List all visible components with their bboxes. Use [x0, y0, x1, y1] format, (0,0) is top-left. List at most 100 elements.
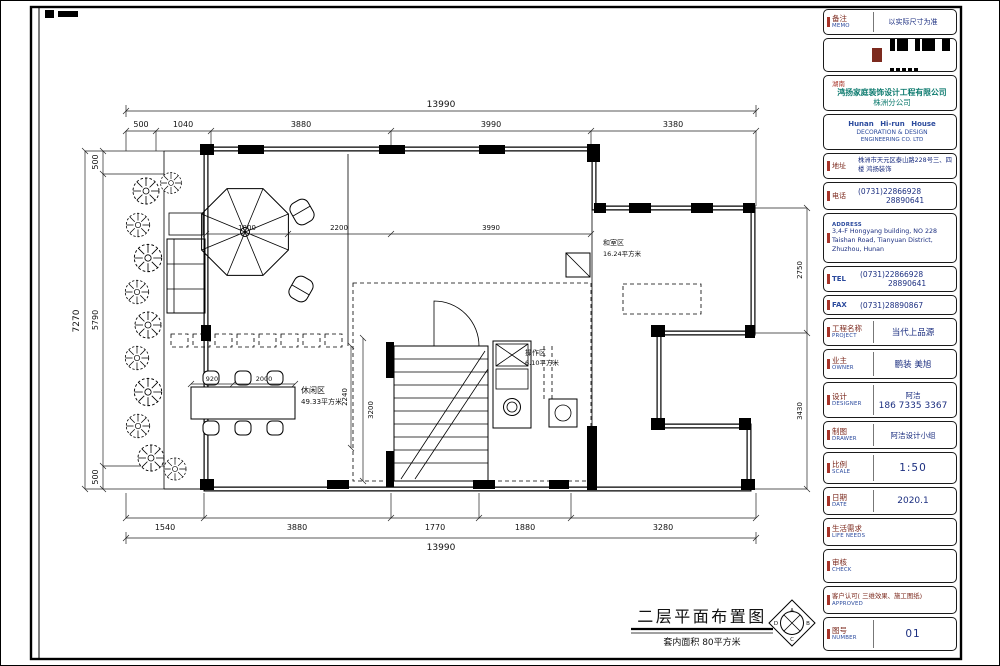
marker-letter-e: B — [806, 621, 810, 627]
company-name-en-3: ENGINEERING CO. LTD — [860, 136, 924, 143]
tree-icon — [163, 457, 187, 481]
address-en-value: 3,4-F Hongyang building, NO 228 Taishan … — [832, 227, 937, 253]
titleblock-scale: 比例 SCALE 1:50 — [823, 452, 957, 484]
project-label-cn: 工程名称 — [832, 324, 862, 334]
red-tick — [826, 17, 830, 27]
sofa — [166, 212, 206, 314]
dining-chair — [234, 420, 252, 436]
red-tick — [826, 430, 830, 440]
number-value: 01 — [905, 628, 921, 640]
red-tick — [826, 395, 830, 405]
tree-icon — [133, 377, 163, 407]
room-label-tatami: 和室区 16.24平方米 — [603, 238, 642, 258]
tree-icon — [160, 172, 182, 194]
fax-value: (0731)28890867 — [860, 300, 924, 310]
owner-value: 鹏装 美旭 — [894, 360, 932, 370]
red-tick — [826, 327, 830, 337]
dim-top-4: 3990 — [481, 120, 501, 129]
planter-row — [170, 333, 343, 348]
print-mark — [45, 10, 54, 18]
cabinet — [565, 252, 591, 278]
dim-bot-1: 1540 — [155, 523, 175, 532]
tree-icon — [124, 279, 150, 305]
check-label-en: CHECK — [832, 567, 852, 574]
red-tick — [826, 527, 830, 537]
title-block: 备注 MEMO 以实际尺寸为准 湖南 鸿扬家庭装饰设计工程有限公司 株洲分公司 … — [823, 9, 957, 651]
dining-chair — [266, 420, 284, 436]
tree-icon — [125, 212, 151, 238]
marker-letter-s: C — [790, 637, 794, 643]
tatami-area: 16.24平方米 — [603, 249, 642, 258]
drawer-value: 阿洁设计小组 — [890, 430, 936, 440]
tree-icon — [134, 311, 162, 339]
check-label-cn: 审核 — [832, 558, 847, 568]
sink-icon — [503, 398, 521, 416]
red-tick — [826, 595, 830, 605]
tel-value-1: (0731)22866928 — [860, 270, 924, 279]
plan-subtitle: 套内面积 80平方米 — [663, 636, 740, 648]
titleblock-fax: FAX (0731)28890867 — [823, 295, 957, 315]
red-tick — [826, 233, 830, 243]
scale-value: 1:50 — [899, 462, 927, 474]
titleblock-company-cn: 湖南 鸿扬家庭装饰设计工程有限公司 株洲分公司 — [823, 75, 957, 111]
plan-title: 二层平面布置图 — [637, 607, 767, 626]
date-label-cn: 日期 — [832, 493, 847, 503]
leisure-label: 休闲区 — [301, 385, 325, 395]
scale-label-en: SCALE — [832, 469, 851, 476]
red-tick — [826, 359, 830, 369]
fax-label: FAX — [832, 301, 847, 309]
garden-trees — [124, 172, 187, 481]
dimension-left: 7270 500 5790 500 — [72, 147, 206, 493]
red-tick — [826, 463, 830, 473]
dim-inner-3990: 3990 — [482, 224, 500, 232]
titleblock-approved: 客户认可( 三维效果、施工图纸) APPROVED — [823, 586, 957, 614]
company-name-en-2: DECORATION & DESIGN — [856, 129, 928, 137]
door-arc — [433, 300, 480, 347]
titleblock-drawer: 制图 DRAWER 阿洁设计小组 — [823, 421, 957, 449]
red-tick — [826, 496, 830, 506]
life-label-cn: 生活需求 — [832, 524, 862, 534]
railing — [163, 150, 206, 490]
titleblock-life-needs: 生活需求 LIFE NEEDS — [823, 518, 957, 546]
dim-right-2: 3430 — [796, 402, 804, 420]
red-tick — [826, 629, 830, 639]
dimension-bottom: 1540 3880 1770 1880 3280 13990 — [122, 493, 760, 553]
dim-right-1: 2750 — [796, 261, 804, 279]
dim-inner-920: 920 — [206, 375, 218, 383]
dim-top-5: 3380 — [663, 120, 683, 129]
drawer-label-cn: 制图 — [832, 427, 847, 437]
dim-top-total: 13990 — [427, 100, 456, 110]
work-area: 6.10平方米 — [525, 358, 559, 367]
titleblock-logo — [823, 38, 957, 72]
tree-icon — [137, 444, 165, 472]
tree-icon — [124, 345, 150, 371]
tree-icon — [133, 243, 163, 273]
dim-bot-4: 1880 — [515, 523, 535, 532]
umbrella-table — [201, 188, 289, 276]
dim-bot-total: 13990 — [427, 543, 456, 553]
titleblock-check: 审核 CHECK — [823, 549, 957, 583]
dim-inner-2200: 2200 — [330, 224, 348, 232]
titleblock-address: 地址 株洲市天元区泰山路228号三、四楼 鸿扬装饰 — [823, 153, 957, 179]
titleblock-project: 工程名称 PROJECT 当代上品源 — [823, 318, 957, 346]
stairs — [393, 345, 489, 482]
dim-bot-2: 3880 — [287, 523, 307, 532]
marker-letter-w: D — [774, 621, 778, 627]
project-value: 当代上品源 — [891, 328, 935, 338]
date-value: 2020.1 — [897, 496, 929, 506]
date-label-en: DATE — [832, 502, 847, 509]
project-label-en: PROJECT — [832, 333, 857, 340]
address-label: 地址 — [832, 162, 846, 170]
dim-left-2: 5790 — [91, 310, 100, 330]
floor-outline — [203, 146, 756, 492]
tree-icon — [132, 177, 160, 205]
memo-label-en: MEMO — [832, 23, 850, 30]
company-name-cn: 鸿扬家庭装饰设计工程有限公司 — [837, 87, 947, 97]
scale-label-cn: 比例 — [832, 460, 847, 470]
phone-label: 电话 — [832, 192, 846, 200]
owner-label-cn: 业主 — [832, 356, 847, 366]
dim-left-1: 500 — [91, 154, 100, 169]
tatami-label: 和室区 — [603, 238, 624, 247]
